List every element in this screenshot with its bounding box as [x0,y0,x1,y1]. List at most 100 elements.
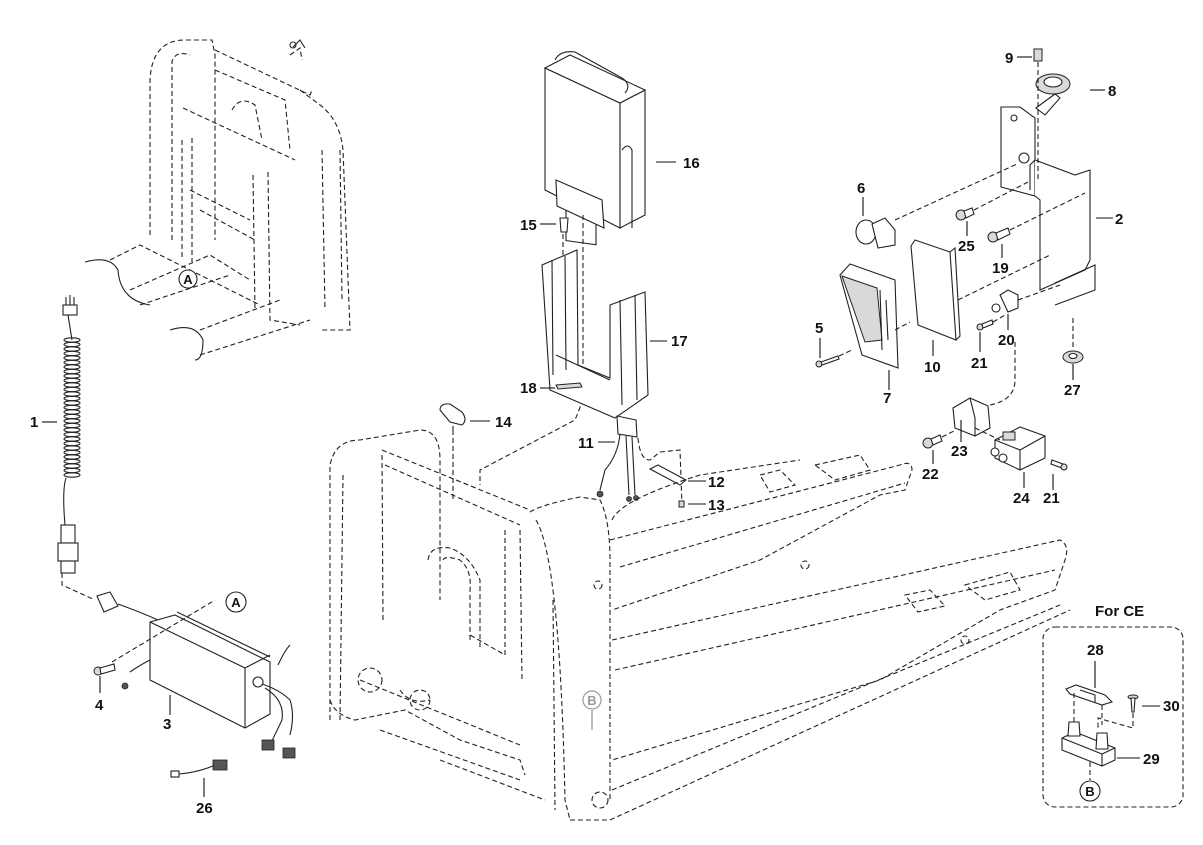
callout-2: 2 [1115,211,1123,228]
part-26-charger-cable [170,759,228,778]
part-5-screw [815,355,840,368]
callout-27: 27 [1064,382,1081,399]
part-22-bolt [922,434,943,449]
callout-10: 10 [924,359,941,376]
callout-26: 26 [196,800,213,817]
reference-marker-a-charger: A [225,591,247,613]
reference-a-label: A [183,272,193,287]
part-3-charger [96,591,296,759]
reference-marker-a-frame: A [178,269,198,289]
cord-coil-loop [63,355,81,361]
callout-18: 18 [520,380,537,397]
part-21-screw-a [976,319,994,331]
part-8-horn [1035,73,1071,116]
part-4-bolt [93,663,116,676]
cord-coil-loop [63,386,81,393]
part-10-cover-plate [910,239,961,341]
cord-coil-loop [63,418,81,424]
callout-1: 1 [30,414,38,431]
callout-21: 21 [971,355,988,372]
reference-a-label: A [231,595,241,610]
cord-coil-loop [63,431,81,438]
cord-coil-loop [63,395,81,402]
part-16-battery-pack [543,51,647,246]
callout-17: 17 [671,333,688,350]
cord-coil-loop [63,350,81,357]
part-24-relay [990,426,1046,471]
cord-coil-loop [63,467,81,474]
cord-coil-loop [63,458,81,465]
part-11-wire-harness [596,415,683,506]
cord-coil-loop [63,449,81,456]
cord-coil-loop [63,368,81,375]
cord-coil-loop [63,413,81,420]
part-21-screw-b [1050,459,1068,471]
cord-coil-loop [63,341,81,348]
cord-coil-loop [63,346,81,352]
reference-marker-b-body: B [582,690,602,730]
truck-frame-top-view [84,39,351,361]
part-6-emergency-stop [855,217,896,249]
part-23-bracket [952,397,991,437]
cord-coil-loop [63,440,81,447]
callout-24: 24 [1013,490,1030,507]
inset-title: For CE [1095,603,1144,620]
callout-6: 6 [857,180,865,197]
reference-b-label: B [1085,784,1094,799]
callout-15: 15 [520,217,537,234]
callout-8: 8 [1108,83,1116,100]
cord-coil-loop [63,422,81,429]
callout-4: 4 [95,697,104,714]
part-30-screw [1127,694,1139,713]
callout-11: 11 [578,435,594,452]
reference-marker-b-inset: B [1079,780,1101,802]
part-17-battery-holder [541,249,649,419]
part-14-key-switch [439,403,466,430]
cord-coil-loop [63,359,81,366]
callout-9: 9 [1005,50,1013,67]
callout-20: 20 [998,332,1015,349]
part-9-screw [1033,48,1043,62]
cord-coil-loop [63,436,81,442]
part-1-power-cord [57,295,96,601]
part-15-bolt [559,217,569,233]
cord-coil-loop [63,427,81,433]
part-28-fuse [1065,684,1114,706]
part-2-bracket [1000,106,1096,306]
cord-coil-loop [63,391,81,397]
callout-5: 5 [815,320,823,337]
cord-coil-loop [63,463,81,469]
cord-coil-loop [63,400,81,406]
part-7-battery-indicator [839,263,899,369]
cord-coil-loop [63,404,81,411]
cord-coil-loop [63,409,81,415]
callout-14: 14 [495,414,512,431]
callout-21: 21 [1043,490,1060,507]
part-29-fuse-holder [1061,721,1116,767]
callout-22: 22 [922,466,939,483]
callout-19: 19 [992,260,1009,277]
part-19-bolt [987,227,1011,243]
callout-12: 12 [708,474,725,491]
part-12-plate [648,464,687,486]
callout-3: 3 [163,716,171,733]
callout-25: 25 [958,238,975,255]
callout-30: 30 [1163,698,1180,715]
reference-b-label: B [587,693,596,708]
part-13-screw [678,500,685,508]
callout-16: 16 [683,155,700,172]
callout-23: 23 [951,443,968,460]
truck-main-body [329,429,1071,821]
cord-coil-loop [63,377,81,384]
cord-coil-loop [63,454,81,460]
callout-13: 13 [708,497,725,514]
inset-for-ce-frame [1042,626,1184,808]
part-25-bolt [955,207,975,221]
part-27-grommet [1062,350,1084,364]
callout-29: 29 [1143,751,1160,768]
cord-coil-loop [63,445,81,451]
cord-coil-loop [63,373,81,379]
cord-coil-loop [63,382,81,388]
part-20-switch [991,289,1019,313]
